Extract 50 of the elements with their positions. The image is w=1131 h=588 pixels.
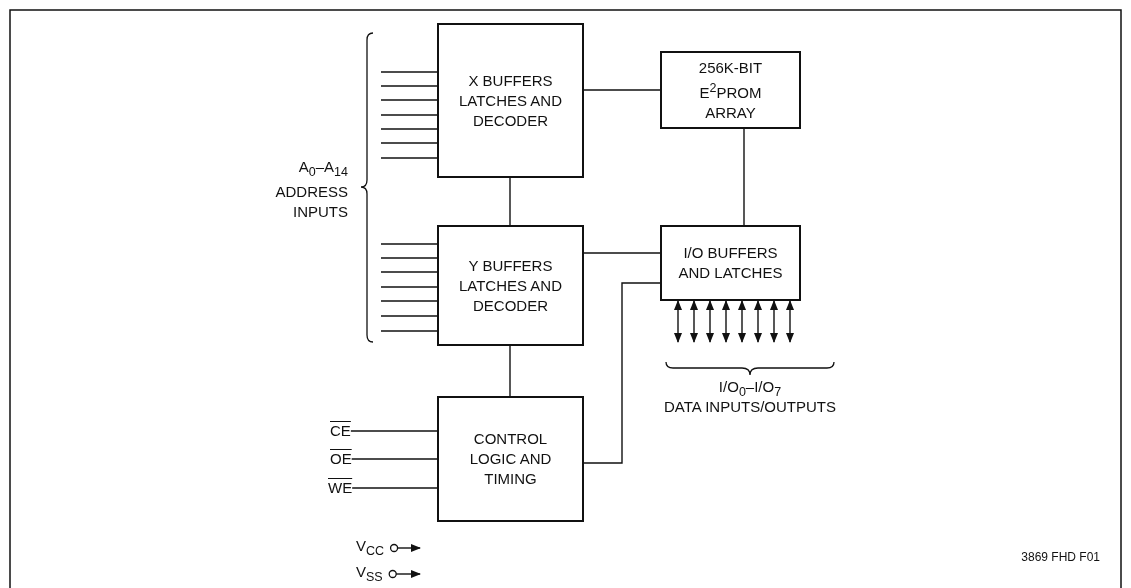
signal-line: [743, 128, 745, 226]
pin-name: CE: [330, 421, 351, 441]
signal-line: [380, 271, 438, 273]
bidirectional-arrow: [690, 300, 698, 343]
signal-line: [380, 128, 438, 130]
bidirectional-arrow: [722, 300, 730, 343]
signal-line: [380, 114, 438, 116]
block-label: Y BUFFERS LATCHES AND DECODER: [457, 255, 564, 316]
signal-line: [351, 458, 438, 460]
signal-line: [509, 345, 511, 397]
signal-line: [380, 286, 438, 288]
pin-name: V$_{SS}$: [356, 562, 383, 587]
block-label: CONTROL LOGIC AND TIMING: [468, 429, 553, 489]
figure-code: 3869 FHD F01: [1020, 549, 1100, 566]
block-label: 256K-BIT E$^{2}$PROM ARRAY: [697, 57, 764, 123]
signal-line: [583, 252, 661, 254]
block-label: X BUFFERS LATCHES AND DECODER: [457, 70, 564, 131]
bidirectional-arrow: [674, 300, 682, 343]
bidirectional-arrow: [786, 300, 794, 343]
signal-line: [380, 142, 438, 144]
bidirectional-arrow: [754, 300, 762, 343]
arrow: [389, 543, 421, 553]
bidirectional-arrow: [770, 300, 778, 343]
signal-line: [380, 330, 438, 332]
signal-line: [380, 85, 438, 87]
signal-line: [380, 300, 438, 302]
bidirectional-arrow: [706, 300, 714, 343]
signal-line: [583, 89, 661, 91]
signal-line: [583, 282, 661, 464]
block-box: [437, 225, 584, 346]
bidirectional-arrow: [738, 300, 746, 343]
block-box: [437, 23, 584, 178]
signal-line: [350, 430, 438, 432]
block-box: [660, 225, 801, 301]
signal-line: [380, 71, 438, 73]
pin-name: V$_{CC}$: [356, 536, 385, 561]
signal-line: [380, 99, 438, 101]
pin-name: WE: [328, 478, 353, 498]
signal-line: [351, 487, 438, 489]
block-box: [660, 51, 801, 129]
pin-name: OE: [330, 449, 352, 469]
arrow: [388, 569, 421, 579]
signal-line: [380, 243, 438, 245]
signal-line: [380, 257, 438, 259]
block-box: [437, 396, 584, 522]
signal-line: [380, 315, 438, 317]
signal-line: [509, 177, 511, 226]
block-label: I/O BUFFERS AND LATCHES: [677, 243, 784, 283]
bus-label: A$_{0}$–A$_{14}$ ADDRESS INPUTS: [274, 157, 348, 222]
signal-line: [380, 157, 438, 159]
